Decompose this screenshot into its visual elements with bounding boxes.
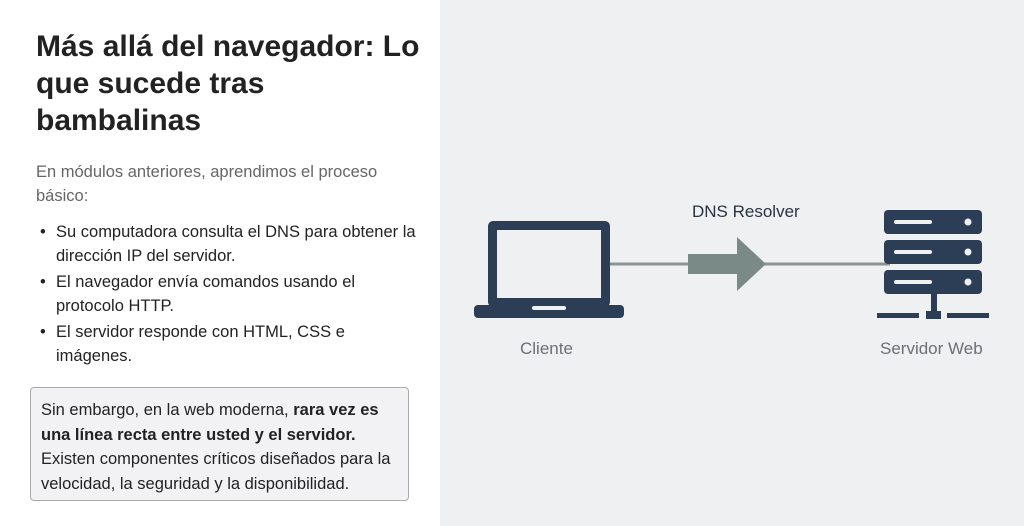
text-panel: Más allá del navegador: Lo que sucede tr… bbox=[0, 0, 440, 526]
server-icon bbox=[877, 210, 989, 319]
list-item: El servidor responde con HTML, CSS e imá… bbox=[36, 320, 416, 368]
laptop-icon bbox=[474, 221, 624, 318]
client-label: Cliente bbox=[520, 339, 573, 358]
callout-box: Sin embargo, en la web moderna, rara vez… bbox=[30, 387, 409, 501]
callout-emphasis: rara vez es una línea recta entre usted … bbox=[41, 401, 379, 444]
list-item: El navegador envía comandos usando el pr… bbox=[36, 270, 416, 318]
slide-title: Más allá del navegador: Lo que sucede tr… bbox=[36, 30, 420, 137]
arrow-icon bbox=[688, 237, 766, 291]
callout-text-end: Existen componentes críticos diseñados p… bbox=[41, 450, 391, 493]
bullet-list: Su computadora consulta el DNS para obte… bbox=[36, 220, 416, 370]
callout-text: Sin embargo, en la web moderna, bbox=[41, 401, 294, 419]
intro-text: En módulos anteriores, aprendimos el pro… bbox=[36, 163, 378, 205]
server-label: Servidor Web bbox=[880, 339, 983, 358]
dns-resolver-label: DNS Resolver bbox=[692, 202, 800, 221]
list-item: Su computadora consulta el DNS para obte… bbox=[36, 220, 416, 268]
